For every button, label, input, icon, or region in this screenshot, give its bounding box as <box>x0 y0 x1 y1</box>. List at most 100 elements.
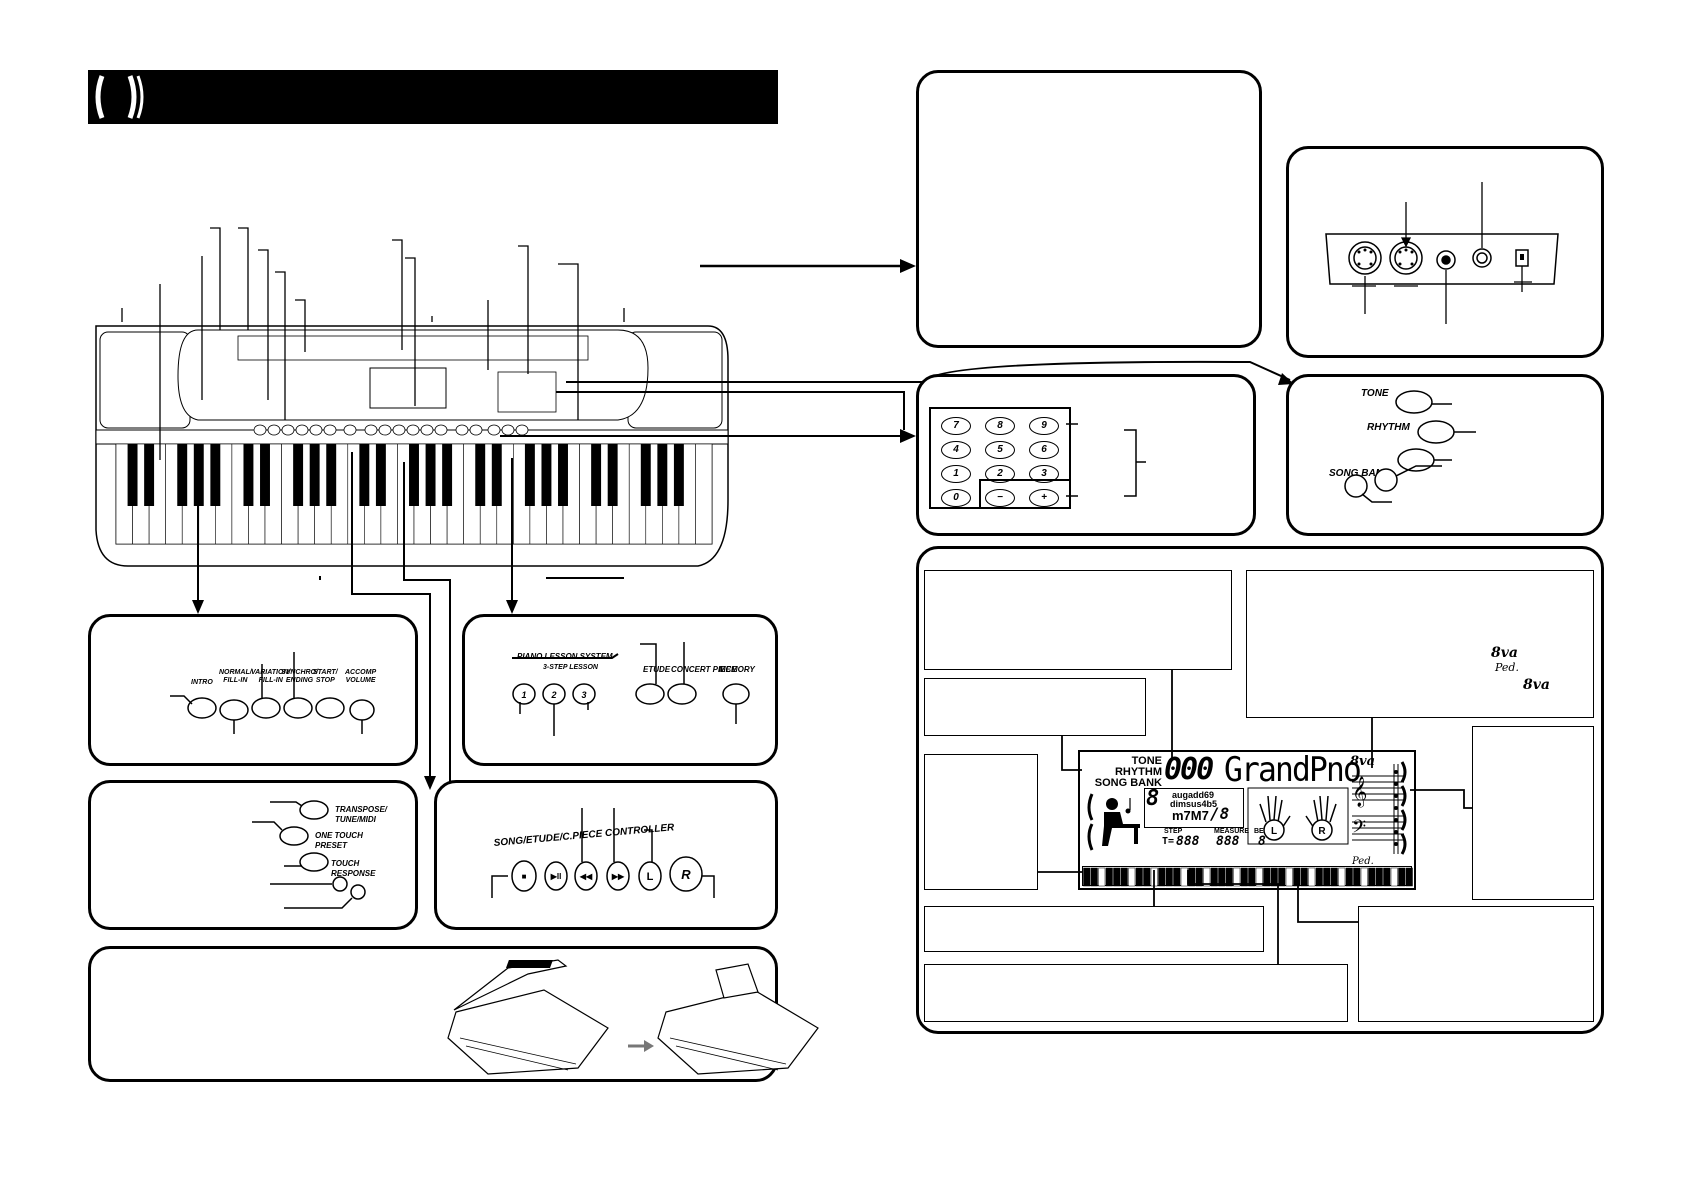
black-key <box>375 444 386 506</box>
lesson-step-3-button[interactable] <box>572 683 596 705</box>
lcd-key <box>1353 867 1361 887</box>
right-hand-button-icon: R <box>681 867 691 882</box>
keypad-key[interactable]: 0 <box>941 489 971 507</box>
lcd-mode-rhythm: RHYTHM <box>1114 766 1162 778</box>
keypad-key[interactable]: 8 <box>985 417 1015 435</box>
mode-button[interactable] <box>1374 468 1398 492</box>
accomp-label: INTRO <box>191 679 213 686</box>
display-description-box <box>916 70 1262 348</box>
lcd-hands-icon: L R <box>1247 787 1349 845</box>
start-stop-button[interactable] <box>315 697 345 719</box>
fast-forward-button[interactable] <box>606 861 630 891</box>
one-touch-preset-button[interactable] <box>279 826 309 846</box>
legend-octave-mark: 8va <box>1491 645 1518 661</box>
lcd-key <box>1323 867 1331 887</box>
tone-button[interactable] <box>1395 390 1433 414</box>
pianist-icon <box>1102 798 1140 846</box>
lcd-key <box>1158 867 1166 887</box>
black-key <box>475 444 486 506</box>
music-stand-illustration <box>447 959 819 1075</box>
keypad-key[interactable]: 3 <box>1029 465 1059 483</box>
lcd-chord-types-2: dimsus4b5 <box>1170 799 1218 809</box>
general-buttons-illustration <box>1344 390 1476 503</box>
lesson-buttons-illustration: 1 2 3 <box>512 642 750 736</box>
legend-box-right-indicators <box>1472 726 1594 900</box>
lcd-keyboard-strip <box>1082 866 1413 887</box>
left-hand-button[interactable] <box>638 861 662 891</box>
lcd-key <box>1113 867 1121 887</box>
touch-response-indicator <box>332 876 348 892</box>
transpose-button[interactable] <box>299 800 329 820</box>
variation-fill-in-button[interactable] <box>251 697 281 719</box>
play-pause-button-icon: ▶II <box>550 872 562 881</box>
black-key <box>210 444 221 506</box>
lcd-mode-tone: TONE <box>1131 755 1162 767</box>
one-touch-preset-label: ONE TOUCH PRESET <box>315 831 363 850</box>
keypad-key[interactable]: 7 <box>941 417 971 435</box>
song-bank-label: SONG BANK <box>1329 468 1391 479</box>
legend-box-keyboard <box>924 906 1264 952</box>
keypad-key[interactable]: 4 <box>941 441 971 459</box>
black-key <box>359 444 370 506</box>
black-key <box>591 444 602 506</box>
touch-response-lamp <box>350 884 366 900</box>
rhythm-label: RHYTHM <box>1367 422 1410 433</box>
lesson-step-1-button[interactable] <box>512 683 536 705</box>
keypad-key[interactable]: 5 <box>985 441 1015 459</box>
music-stand-box <box>88 946 819 1082</box>
lcd-key <box>1270 867 1278 887</box>
legend-box-number-name <box>924 570 1232 670</box>
lcd-measure-digits: 888 <box>1216 834 1240 849</box>
keypad-key[interactable]: + <box>1029 489 1059 507</box>
accomp-label: SYNCHRO/ ENDING <box>281 669 318 684</box>
black-key <box>442 444 453 506</box>
lcd-key <box>1383 867 1391 887</box>
accomp-label: NORMAL/ FILL-IN <box>219 669 252 684</box>
lcd-key <box>1128 867 1136 887</box>
keypad-key[interactable]: − <box>985 489 1015 507</box>
lcd-key <box>1248 867 1256 887</box>
lcd-tempo-digits: 888 <box>1176 834 1200 849</box>
keypad-key[interactable]: 2 <box>985 465 1015 483</box>
keypad-key[interactable]: 6 <box>1029 441 1059 459</box>
right-hand-button[interactable] <box>669 856 703 892</box>
accomp-label: ACCOMP VOLUME <box>345 669 377 684</box>
lcd-key <box>1308 867 1316 887</box>
lcd-key <box>1375 867 1383 887</box>
power-button[interactable] <box>1344 474 1368 498</box>
lcd-step-label: STEP <box>1164 828 1183 835</box>
intro-button[interactable] <box>187 697 217 719</box>
lcd-measure-label: MEASURE <box>1214 828 1250 835</box>
black-key <box>177 444 188 506</box>
stop-button[interactable] <box>511 860 537 892</box>
etude-button[interactable] <box>635 683 665 705</box>
synchro-ending-button[interactable] <box>283 697 313 719</box>
keypad-key[interactable]: 1 <box>941 465 971 483</box>
rear-panel-box <box>1286 146 1604 358</box>
legend-box-hands <box>1358 906 1594 1022</box>
black-key <box>673 444 684 506</box>
rear-jacks-illustration <box>1325 182 1559 324</box>
lcd-key <box>1173 867 1181 887</box>
lcd-key <box>1398 867 1406 887</box>
concert-piece-button[interactable] <box>667 683 697 705</box>
controller-illustration: SONG/ETUDE/C.PIECE CONTROLLER ■ ▶II ◀◀ ▶… <box>491 808 715 898</box>
lesson-step-3-text: 3 <box>581 690 586 700</box>
lcd-key <box>1360 867 1368 887</box>
play-pause-button[interactable] <box>544 861 568 891</box>
legend-box-notation: 8va Ped. 8va <box>1246 570 1594 718</box>
general-buttons-box: TONE RHYTHM SONG BANK <box>1286 374 1604 536</box>
accomp-label: START/ STOP <box>313 669 338 684</box>
lesson-panel-box: PIANO LESSON SYSTEM 3-STEP LESSON ETUDE … <box>462 614 778 766</box>
rewind-button[interactable] <box>574 861 598 891</box>
keypad-key[interactable]: 9 <box>1029 417 1059 435</box>
lcd-chord-types-1: augadd69 <box>1172 790 1215 800</box>
lesson-system-title: PIANO LESSON SYSTEM <box>517 652 613 661</box>
keyboard-illustration <box>95 325 729 567</box>
bass-clef-icon: 𝄢 <box>1352 817 1366 842</box>
black-key <box>243 444 254 506</box>
touch-response-button[interactable] <box>299 852 329 872</box>
